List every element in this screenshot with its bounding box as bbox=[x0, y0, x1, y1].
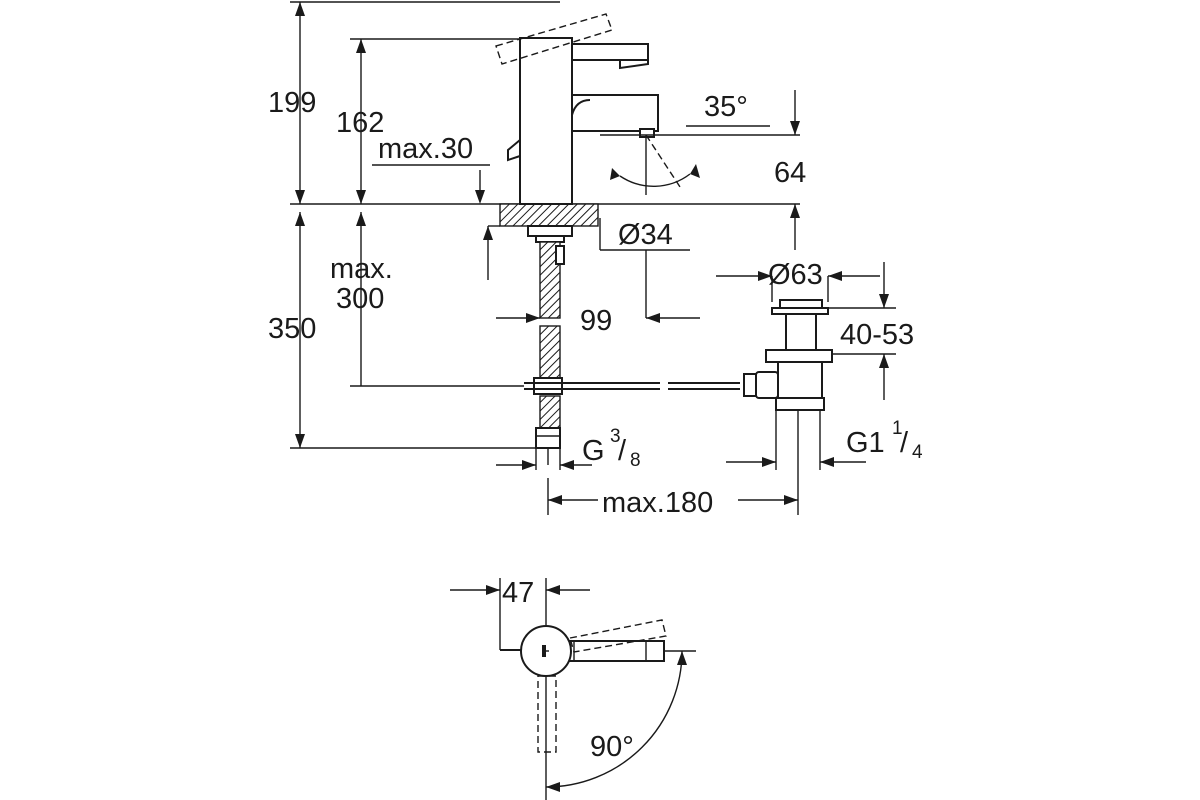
top-view: 47 90° bbox=[450, 577, 696, 800]
svg-text:4: 4 bbox=[912, 442, 923, 463]
dim-waste-diameter: Ø63 bbox=[768, 259, 823, 291]
dim-max-label-2: 300 bbox=[336, 283, 384, 315]
svg-text:/: / bbox=[618, 435, 627, 467]
dim-hole-diameter: Ø34 bbox=[618, 219, 673, 251]
dim-supply-thread: G 3 / 8 bbox=[582, 426, 641, 471]
dim-rotation-angle: 90° bbox=[590, 731, 634, 763]
deck-hatch bbox=[499, 203, 599, 227]
dim-spout-offset: 64 bbox=[774, 157, 806, 189]
lever-rotated-position bbox=[537, 675, 557, 753]
side-view: 199 162 max.30 35° 64 Ø34 max. 300 bbox=[268, 1, 923, 519]
dim-max-deck: max.30 bbox=[378, 133, 473, 165]
svg-text:G1: G1 bbox=[846, 427, 885, 459]
dim-spout-reach: 99 bbox=[580, 305, 612, 337]
lever-alt-position bbox=[495, 13, 613, 65]
pop-up-waste bbox=[743, 299, 833, 515]
svg-text:8: 8 bbox=[630, 450, 641, 471]
svg-text:3: 3 bbox=[610, 426, 621, 447]
svg-text:1: 1 bbox=[892, 418, 903, 439]
dim-waste-thread: G1 1 / 4 bbox=[846, 418, 923, 463]
dim-spout-angle: 35° bbox=[704, 91, 748, 123]
mounting-assembly bbox=[527, 225, 573, 465]
dim-below-deck: 350 bbox=[268, 313, 316, 345]
svg-text:/: / bbox=[900, 427, 909, 459]
dim-max-rod: max.180 bbox=[602, 487, 713, 519]
dim-waste-range: 40-53 bbox=[840, 319, 914, 351]
faucet-body bbox=[495, 13, 659, 205]
lever-alt-position-top bbox=[569, 619, 667, 653]
svg-text:G: G bbox=[582, 435, 605, 467]
dim-lever-offset: 47 bbox=[502, 577, 534, 609]
dim-overall-height: 199 bbox=[268, 87, 316, 119]
dim-spout-height: 162 bbox=[336, 107, 384, 139]
dim-max-label-1: max. bbox=[330, 253, 393, 285]
